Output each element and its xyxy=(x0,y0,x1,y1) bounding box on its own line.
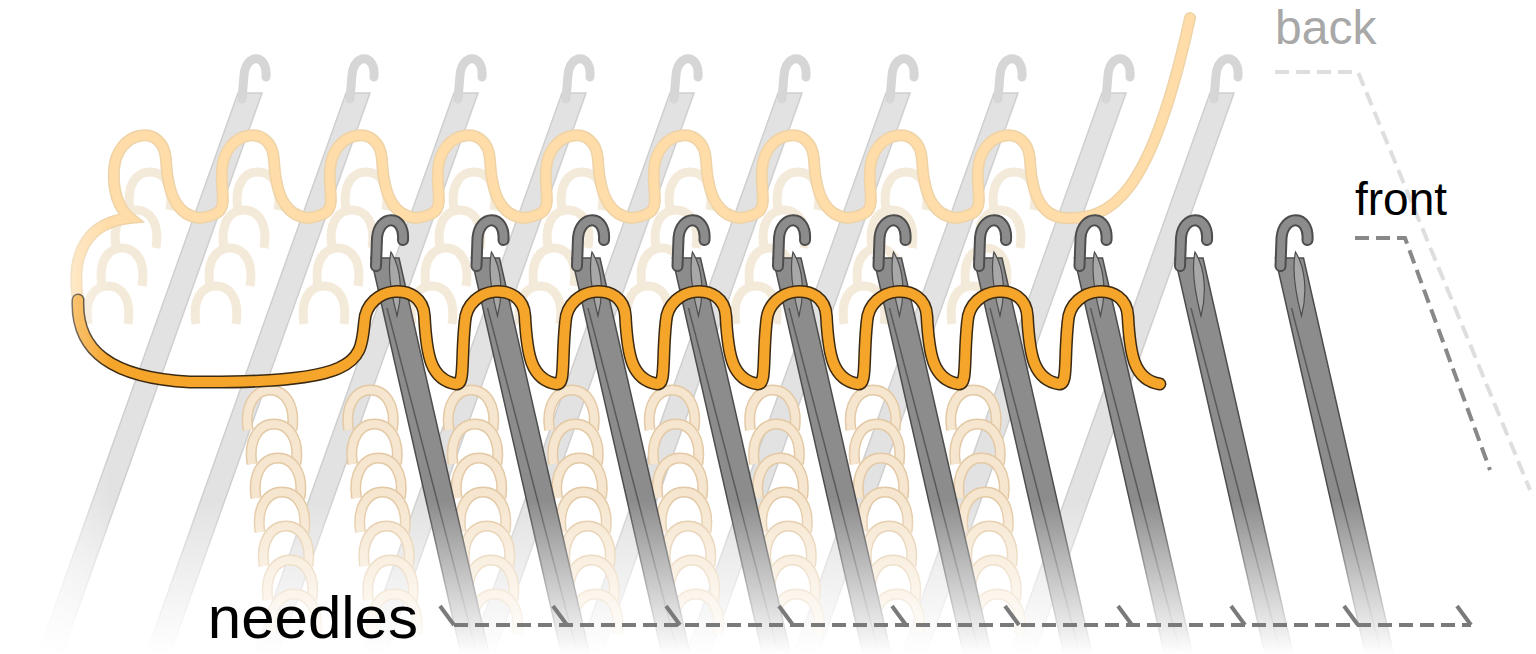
needle-hook xyxy=(998,59,1022,99)
front-bed-bracket xyxy=(1355,238,1490,470)
stitch xyxy=(209,248,251,286)
needle-latch xyxy=(992,252,1003,316)
needle-hook xyxy=(674,59,698,99)
needle-latch xyxy=(1093,252,1104,316)
needles-bracket-tick xyxy=(666,606,680,625)
stitch xyxy=(425,248,467,286)
needles-bracket-tick xyxy=(553,606,567,625)
part-label: back xyxy=(1275,4,1376,52)
needle-latch xyxy=(691,252,702,316)
needle-latch xyxy=(1193,252,1204,316)
needle-latch xyxy=(389,252,400,316)
stitch xyxy=(303,286,345,324)
needle-hook xyxy=(566,59,590,99)
needle-hook xyxy=(350,59,374,99)
needles-bracket-tick xyxy=(440,606,454,625)
needle-hook xyxy=(890,59,914,99)
back-bed-bracket xyxy=(1275,72,1530,490)
needles-bracket-tick xyxy=(892,606,906,625)
yarn-outline xyxy=(78,291,1160,384)
yarn-outline xyxy=(76,18,1190,300)
needle-hook xyxy=(458,59,482,99)
part-label: needles xyxy=(208,588,418,648)
needle-latch xyxy=(1294,252,1305,316)
needles-bracket-base xyxy=(454,623,1471,627)
needles-bracket-tick xyxy=(1005,606,1019,625)
part-label: front xyxy=(1355,176,1447,222)
needle-latch xyxy=(590,252,601,316)
back-yarn-strand xyxy=(76,18,1190,300)
stitch xyxy=(533,248,575,286)
back-yarn xyxy=(76,18,1190,300)
needle-hook xyxy=(1214,59,1238,99)
left-fade xyxy=(0,0,110,654)
needles-bracket-tick xyxy=(1118,606,1132,625)
stitch xyxy=(195,286,237,324)
needles-bracket-tick xyxy=(1344,606,1358,625)
stitch xyxy=(331,210,373,248)
needle-hook xyxy=(1106,59,1130,99)
needle-latch xyxy=(490,252,501,316)
bottom-fade xyxy=(0,500,1536,654)
front-yarn-strand xyxy=(78,291,1160,384)
needle-hook xyxy=(782,59,806,99)
needle-latch xyxy=(791,252,802,316)
brackets xyxy=(440,72,1530,625)
needles-bracket-tick xyxy=(1231,606,1245,625)
needle-hook xyxy=(242,59,266,99)
stitch xyxy=(223,210,265,248)
needles-bracket-tick xyxy=(779,606,793,625)
needle-latch xyxy=(892,252,903,316)
front-yarn xyxy=(78,291,1160,384)
needles-bracket-tick xyxy=(1457,606,1471,625)
stitch xyxy=(317,248,359,286)
